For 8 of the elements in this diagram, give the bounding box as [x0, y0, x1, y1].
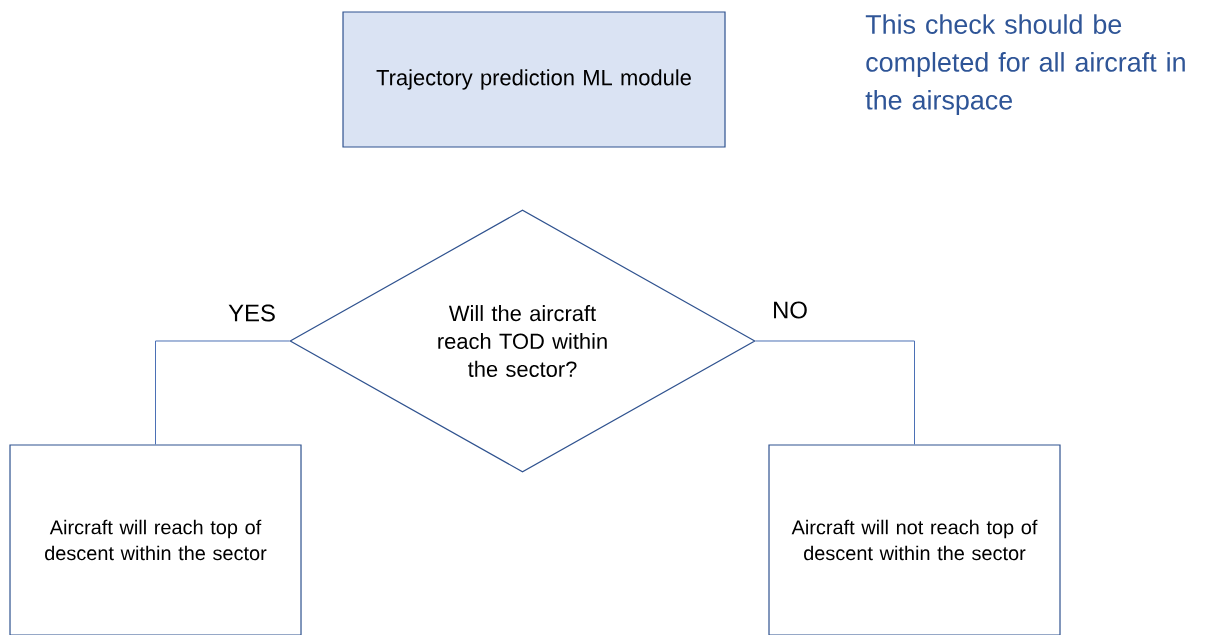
edge-label: NO	[774, 301, 807, 319]
connector-line	[755, 340, 915, 445]
note-text: This check should be completed for all aircraft in the airspace	[865, 14, 1185, 115]
edge-label: YES	[228, 304, 275, 322]
process-box: Trajectory prediction ML module	[342, 11, 726, 148]
connector-line	[155, 340, 290, 445]
process-box: Aircraft will reach top of descent within the sector	[9, 444, 302, 635]
process-box: Aircraft will not reach top of descent within the sector	[768, 444, 1061, 635]
